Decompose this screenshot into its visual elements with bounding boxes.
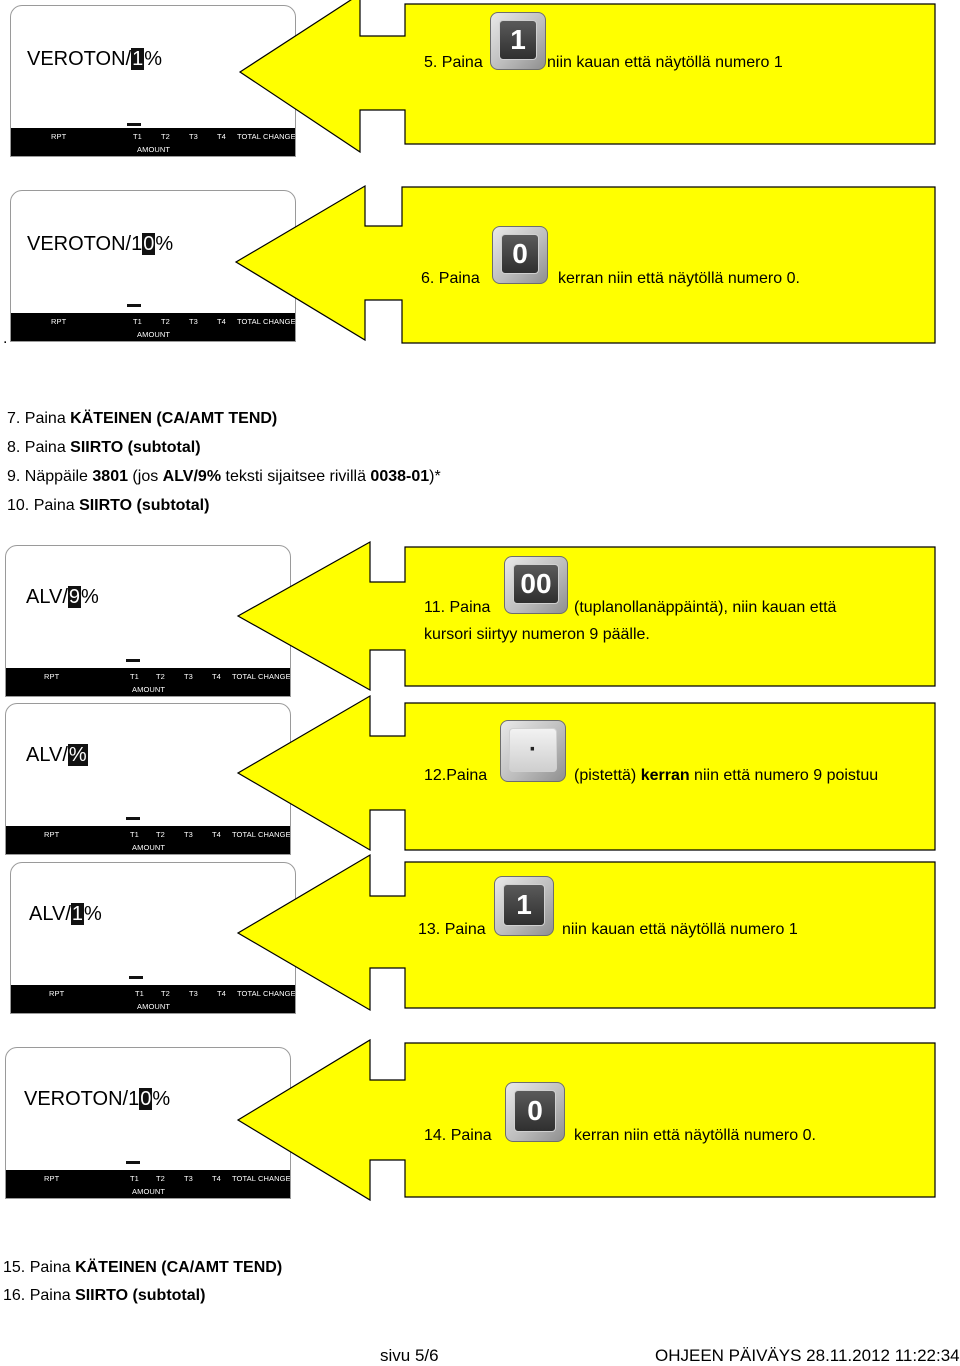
callout-arrow-3 [236, 540, 936, 692]
step-15: 15. Paina KÄTEINEN (CA/AMT TEND) [3, 1259, 283, 1276]
step-16: 16. Paina SIIRTO (subtotal) [3, 1287, 206, 1304]
instruction-11-line2: kursori siirtyy numeron 9 päälle. [424, 626, 650, 643]
lcd-text: VEROTON/10% [24, 1088, 170, 1111]
instruction-13-prefix: 13. Paina [418, 921, 486, 938]
lcd-label-change: CHANGE [263, 317, 296, 326]
key-label: · [509, 728, 557, 772]
step-10: 10. Paina SIIRTO (subtotal) [7, 497, 210, 514]
lcd-underscore [127, 304, 141, 307]
lcd-label-t4: T4 [217, 132, 226, 141]
lcd-label-total: TOTAL [237, 317, 261, 326]
instruction-5-suffix: niin kauan että näytöllä numero 1 [547, 54, 783, 71]
lcd-label-change: CHANGE [263, 132, 296, 141]
instruction-13-suffix: niin kauan että näytöllä numero 1 [562, 921, 798, 938]
lcd-cursor: % [67, 744, 88, 766]
callout-arrow-2 [234, 184, 936, 344]
lcd-text-prefix: VEROTON/ [27, 48, 132, 70]
lcd-text: ALV/% [26, 744, 88, 767]
lcd-label-t2: T2 [161, 317, 170, 326]
key-1-icon: 1 [494, 876, 554, 936]
lcd-display-6: VEROTON/10% RPT T1 T2 T3 T4 TOTAL CHANGE… [5, 1047, 291, 1199]
lcd-text-prefix: VEROTON/1 [24, 1088, 140, 1110]
lcd-cursor: 0 [142, 233, 156, 255]
lcd-label-t1: T1 [133, 317, 142, 326]
key-1-icon: 1 [490, 12, 546, 70]
instruction-14-suffix: kerran niin että näytöllä numero 0. [574, 1127, 816, 1144]
lcd-text-prefix: ALV/ [26, 586, 68, 608]
lcd-label-t4: T4 [217, 317, 226, 326]
lcd-underscore [126, 817, 140, 820]
step-8: 8. Paina SIIRTO (subtotal) [7, 439, 201, 456]
document-date: OHJEEN PÄIVÄYS 28.11.2012 11:22:34 [655, 1346, 960, 1365]
lcd-underscore [127, 123, 141, 126]
lcd-underscore [126, 1161, 140, 1164]
lcd-display-2: VEROTON/10% RPT T1 T2 T3 T4 TOTAL CHANGE… [10, 190, 296, 342]
lcd-label-amount: AMOUNT [137, 145, 171, 154]
lcd-cursor: 1 [131, 48, 145, 70]
lcd-display-1: VEROTON/1% RPT T1 T2 T3 T4 TOTAL CHANGE … [10, 5, 296, 157]
instruction-11-prefix: 11. Paina [424, 599, 491, 616]
lcd-display-3: ALV/9% RPT T1 T2 T3 T4 TOTAL CHANGE AMOU… [5, 545, 291, 697]
callout-arrow-6 [236, 1038, 936, 1202]
lcd-text-prefix: VEROTON/1 [27, 233, 143, 255]
lcd-text: VEROTON/10% [27, 233, 173, 256]
key-0-icon: 0 [505, 1082, 565, 1142]
lcd-status-bar: RPT T1 T2 T3 T4 TOTAL CHANGE AMOUNT [6, 1170, 290, 1198]
lcd-label-total: TOTAL [237, 132, 261, 141]
stray-period: . [3, 330, 8, 347]
key-label: 00 [513, 564, 559, 604]
key-label: 0 [501, 234, 539, 274]
lcd-text-suffix: % [81, 586, 99, 608]
key-0-icon: 0 [492, 226, 548, 284]
lcd-text-prefix: ALV/ [26, 744, 68, 766]
lcd-cursor: 0 [139, 1088, 153, 1110]
steps-15-16: 15. Paina KÄTEINEN (CA/AMT TEND) 16. Pai… [3, 1254, 282, 1310]
instruction-5-prefix: 5. Paina [424, 54, 483, 71]
callout-arrow-4 [236, 694, 936, 852]
lcd-label-rpt: RPT [51, 132, 67, 141]
lcd-status-bar: RPT T1 T2 T3 T4 TOTAL CHANGE AMOUNT [11, 985, 295, 1013]
lcd-status-bar: RPT T1 T2 T3 T4 TOTAL CHANGE AMOUNT [6, 826, 290, 854]
lcd-text-suffix: % [152, 1088, 171, 1110]
callout-arrow-1 [238, 0, 936, 154]
lcd-cursor: 9 [67, 586, 81, 608]
lcd-underscore [126, 659, 140, 662]
step-7: 7. Paina KÄTEINEN (CA/AMT TEND) [7, 410, 278, 427]
lcd-label-t1: T1 [133, 132, 142, 141]
lcd-text-suffix: % [144, 48, 163, 70]
callout-arrow-5 [236, 853, 936, 1012]
step-9: 9. Näppäile 3801 (jos ALV/9% teksti sija… [7, 468, 441, 485]
lcd-text-suffix: % [84, 903, 102, 925]
lcd-label-t3: T3 [189, 132, 198, 141]
lcd-label-rpt: RPT [51, 317, 67, 326]
lcd-status-bar: RPT T1 T2 T3 T4 TOTAL CHANGE AMOUNT [11, 128, 295, 156]
lcd-text-suffix: % [155, 233, 174, 255]
instruction-12-prefix: 12.Paina [424, 767, 488, 784]
lcd-text-prefix: ALV/ [29, 903, 71, 925]
instruction-14-prefix: 14. Paina [424, 1127, 492, 1144]
lcd-text: ALV/1% [29, 903, 102, 926]
key-label: 0 [514, 1090, 556, 1132]
lcd-label-t3: T3 [189, 317, 198, 326]
lcd-underscore [129, 976, 143, 979]
lcd-text: ALV/9% [26, 586, 99, 609]
instruction-12-suffix: (pistettä) kerran niin että numero 9 poi… [574, 767, 879, 784]
key-label: 1 [499, 20, 537, 60]
lcd-label-amount: AMOUNT [137, 330, 171, 339]
lcd-text: VEROTON/1% [27, 48, 162, 71]
steps-7-10: 7. Paina KÄTEINEN (CA/AMT TEND) 8. Paina… [7, 404, 441, 520]
instruction-6-prefix: 6. Paina [421, 270, 480, 287]
key-dot-icon: · [500, 720, 566, 782]
lcd-status-bar: RPT T1 T2 T3 T4 TOTAL CHANGE AMOUNT [6, 668, 290, 696]
instruction-6-suffix: kerran niin että näytöllä numero 0. [558, 270, 800, 287]
lcd-label-t2: T2 [161, 132, 170, 141]
lcd-cursor: 1 [70, 903, 84, 925]
page-number: sivu 5/6 [380, 1346, 439, 1365]
instruction-11-suffix: (tuplanollanäppäintä), niin kauan että [574, 599, 837, 616]
key-label: 1 [503, 884, 545, 926]
key-00-icon: 00 [504, 556, 568, 614]
lcd-status-bar: RPT T1 T2 T3 T4 TOTAL CHANGE AMOUNT [11, 313, 295, 341]
